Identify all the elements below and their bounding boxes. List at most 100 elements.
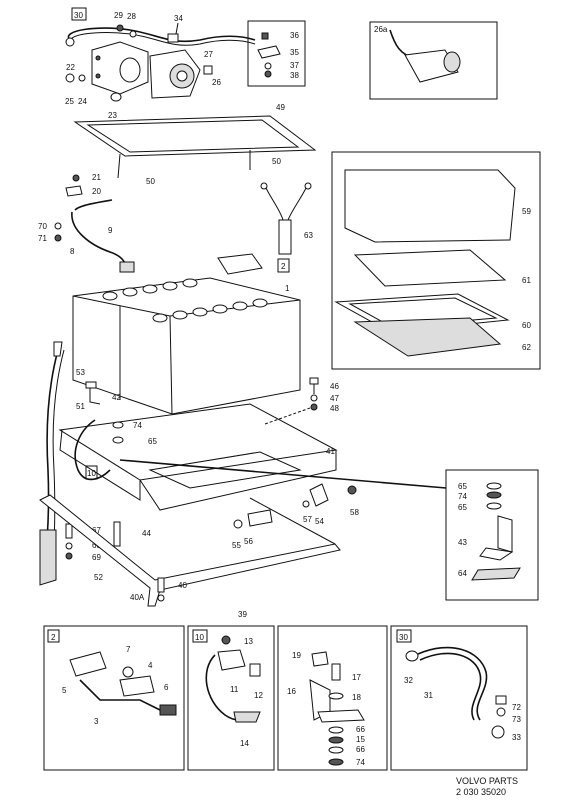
callout-56: 56 xyxy=(244,537,253,546)
terminal-detail-box: 36 35 37 38 xyxy=(247,20,306,87)
detail-10-callout-13: 13 xyxy=(244,637,253,646)
detail-ref-10 xyxy=(85,465,98,480)
callout-29: 29 xyxy=(114,11,123,20)
callout-26: 26 xyxy=(212,78,221,87)
detail-stack-callout-15: 15 xyxy=(356,735,365,744)
battery-hold-down-frame: 49 50 50 xyxy=(73,103,317,186)
detail-stack-callout-74: 74 xyxy=(356,758,365,767)
battery-cover xyxy=(344,169,516,243)
callout-59: 59 xyxy=(522,207,531,216)
callout-28: 28 xyxy=(127,12,136,21)
insulation-pad xyxy=(353,249,507,287)
detail-box-10: 10 13 11 12 14 xyxy=(187,625,275,771)
group-ref-box xyxy=(71,7,87,21)
callout-37: 37 xyxy=(290,61,299,70)
plate-64 xyxy=(471,567,521,581)
bottom-plate xyxy=(353,317,502,357)
detail-stack-callout-19: 19 xyxy=(292,651,301,660)
detail-callout-64: 64 xyxy=(458,569,467,578)
battery-switch-group: 30 29 28 34 22 27 26 25 24 23 xyxy=(65,7,256,120)
detail-stack-callout-66a: 66 xyxy=(356,725,365,734)
detail-callout-43: 43 xyxy=(458,538,467,547)
callout-57: 57 xyxy=(303,515,312,524)
callout-40: 40 xyxy=(178,581,187,590)
bracket-43 xyxy=(497,515,513,553)
detail-30-callout-72: 72 xyxy=(512,703,521,712)
callout-48: 48 xyxy=(330,404,339,413)
callout-25: 25 xyxy=(65,97,74,106)
detail-stack-callout-18: 18 xyxy=(352,693,361,702)
battery-cover-box: 59 61 60 62 xyxy=(331,151,541,370)
detail-box-30: 30 32 31 72 73 33 xyxy=(390,625,528,771)
callout-74: 74 xyxy=(133,421,142,430)
callout-26a: 26a xyxy=(374,25,388,34)
support-bar: 40 40A 39 xyxy=(39,494,341,619)
detail-box-2-id: 2 xyxy=(51,633,56,642)
callout-38: 38 xyxy=(290,71,299,80)
callout-40a: 40A xyxy=(130,593,145,602)
switch-cable xyxy=(67,27,256,43)
callout-42: 42 xyxy=(112,393,121,402)
cable-clamp xyxy=(167,33,179,43)
detail-2-callout-4: 4 xyxy=(148,661,153,670)
detail-callout-65-bottom: 65 xyxy=(458,503,467,512)
callout-36: 36 xyxy=(290,31,299,40)
detail-stack-callout-66b: 66 xyxy=(356,745,365,754)
callout-61: 61 xyxy=(522,276,531,285)
callout-50-right: 50 xyxy=(272,157,281,166)
detail-box-30-id: 30 xyxy=(399,633,408,642)
callout-71: 71 xyxy=(38,234,47,243)
callout-44: 44 xyxy=(142,529,151,538)
hardware-54-58: 58 57 54 56 55 xyxy=(232,483,359,550)
callout-21: 21 xyxy=(92,173,101,182)
footer-brand: VOLVO PARTS xyxy=(456,776,518,786)
detail-30-callout-31: 31 xyxy=(424,691,433,700)
terminal-clamp xyxy=(217,253,263,275)
detail-10-callout-11: 11 xyxy=(230,685,239,694)
detail-30-callout-32: 32 xyxy=(404,676,413,685)
callout-54: 54 xyxy=(315,517,324,526)
callout-46: 46 xyxy=(330,382,339,391)
callout-51: 51 xyxy=(76,402,85,411)
detail-2-callout-3: 3 xyxy=(94,717,99,726)
callout-23: 23 xyxy=(108,111,117,120)
detail-box-26a: 26a xyxy=(369,21,498,100)
battery: 2 1 xyxy=(72,253,301,415)
detail-stack-callout-16: 16 xyxy=(287,687,296,696)
detail-2-callout-6: 6 xyxy=(164,683,169,692)
battery-cell-caps xyxy=(102,278,268,323)
detail-2-callout-5: 5 xyxy=(62,686,67,695)
callout-24: 24 xyxy=(78,97,87,106)
callout-1: 1 xyxy=(285,284,290,293)
callout-69: 69 xyxy=(92,553,101,562)
ground-cable-group: 21 20 9 70 71 8 xyxy=(38,173,135,273)
callout-55: 55 xyxy=(232,541,241,550)
callout-53: 53 xyxy=(76,368,85,377)
detail-ref-2 xyxy=(277,258,290,273)
detail-2-callout-7: 7 xyxy=(126,645,131,654)
detail-box-terminal-stack: 19 17 16 18 66 15 66 74 xyxy=(277,625,388,771)
detail-box-2: 2 7 4 5 6 3 xyxy=(43,625,185,771)
group-ref-label: 30 xyxy=(74,11,83,20)
callout-65: 65 xyxy=(148,437,157,446)
callout-27: 27 xyxy=(204,50,213,59)
bracket-detail-box: 65 74 65 43 64 xyxy=(445,469,539,601)
battery-tray: 41 10 74 65 xyxy=(58,403,338,511)
detail-30-callout-33: 33 xyxy=(512,733,521,742)
bolt-stack-46-48: 46 47 48 xyxy=(309,377,339,413)
detail-callout-65-top: 65 xyxy=(458,482,467,491)
callout-67: 67 xyxy=(92,526,101,535)
callout-49: 49 xyxy=(276,103,285,112)
callout-35: 35 xyxy=(290,48,299,57)
callout-52: 52 xyxy=(94,573,103,582)
callout-50-left: 50 xyxy=(146,177,155,186)
detail-10-callout-14: 14 xyxy=(240,739,249,748)
callout-34: 34 xyxy=(174,14,183,23)
footer-code: 2 030 35020 xyxy=(456,787,506,797)
bolt-42: 42 xyxy=(85,381,121,405)
callout-63: 63 xyxy=(304,231,313,240)
callout-70: 70 xyxy=(38,222,47,231)
callout-58: 58 xyxy=(350,508,359,517)
callout-20: 20 xyxy=(92,187,101,196)
